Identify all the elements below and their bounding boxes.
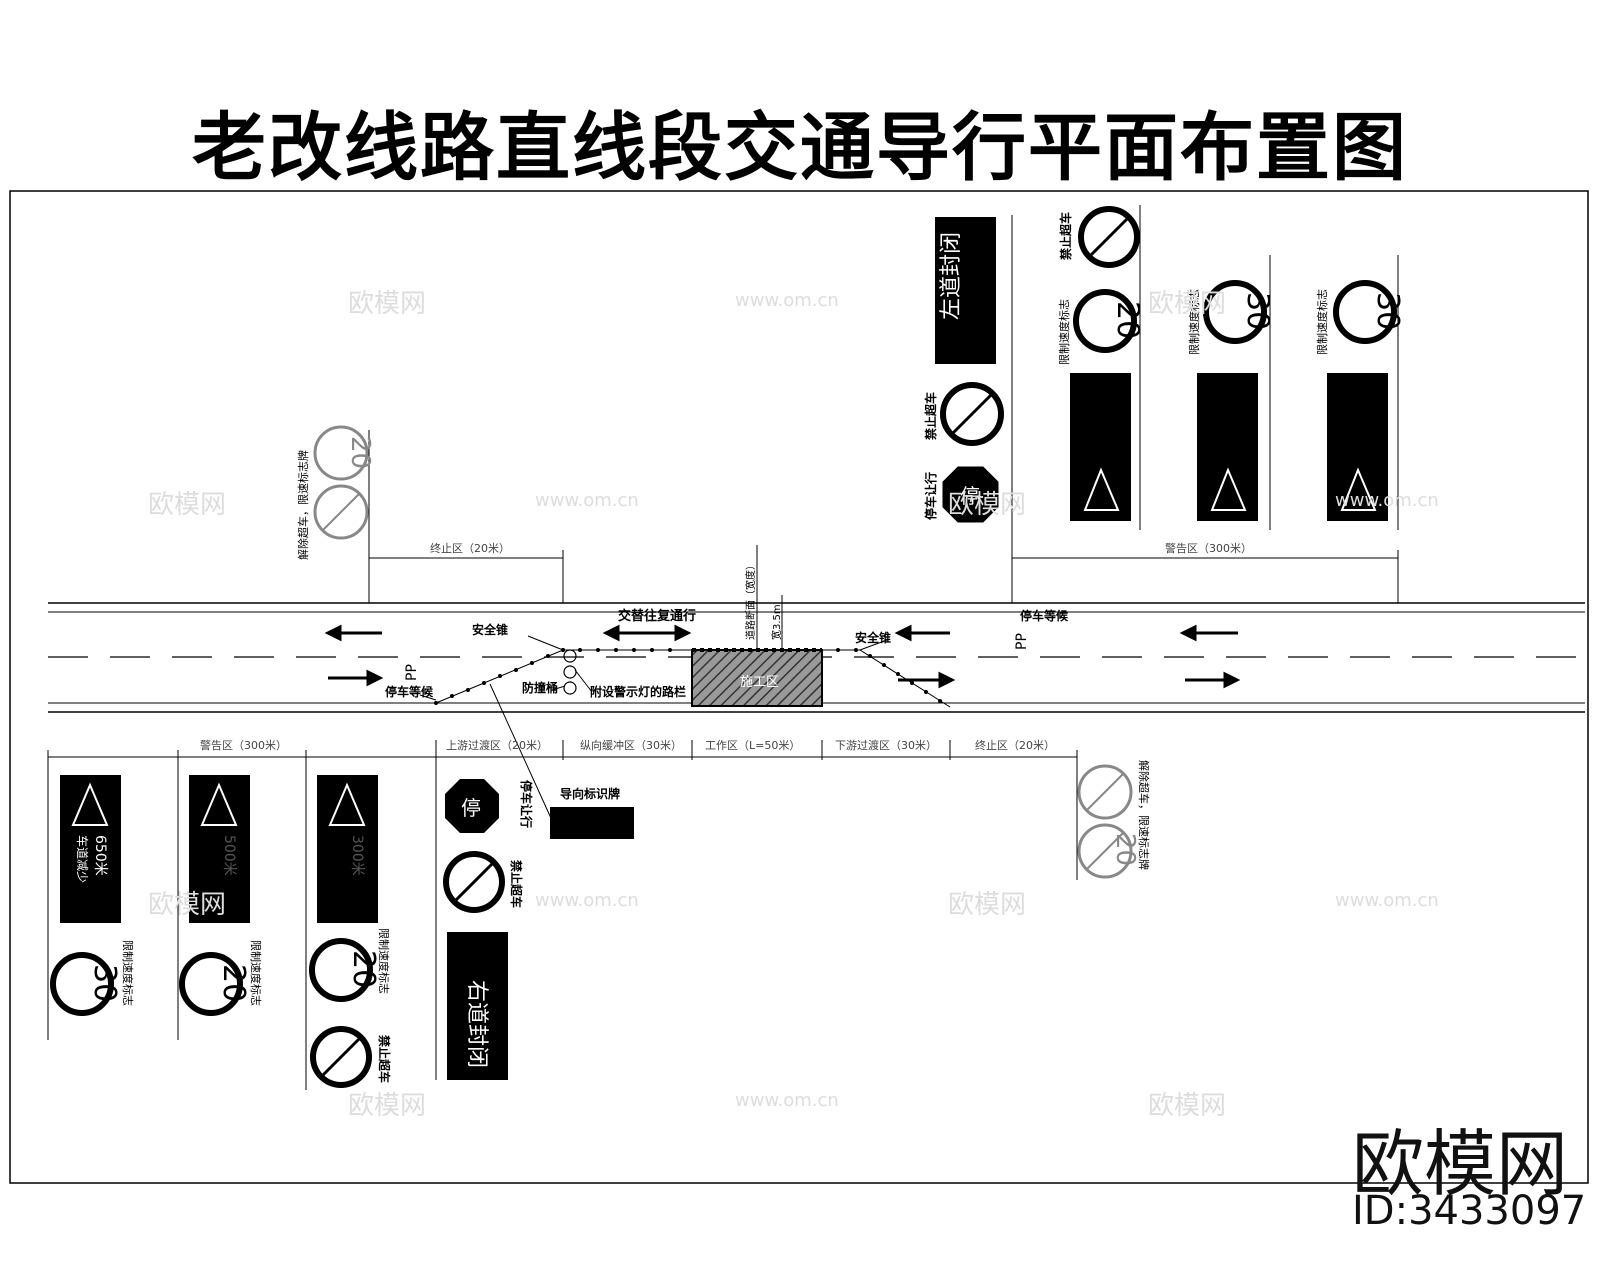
zone-downstream-transition: 下游过渡区（30米） <box>835 738 937 752</box>
top-zone-dimension <box>368 205 1399 603</box>
right-lane-closed-panel <box>447 932 508 1080</box>
guide-sign-panel <box>550 807 634 839</box>
speed-20-bottom-lift: 20 <box>1110 833 1140 866</box>
speed-20-bottom1: 20 <box>216 964 251 1002</box>
speed-20-top: 20 <box>1110 301 1145 339</box>
speed-30-bottom: 30 <box>87 964 122 1002</box>
watermark-url: www.om.cn <box>535 890 639 911</box>
work-zone <box>691 649 823 707</box>
watermark-url: www.om.cn <box>1335 490 1439 511</box>
no-overtaking-sign-bottom <box>310 851 505 1088</box>
brand-logo: 欧模网 <box>1352 1122 1569 1206</box>
label-pp-left: PP <box>404 664 420 681</box>
label-safety-cone-right: 安全锥 <box>855 630 891 645</box>
watermark-brand: 欧模网 <box>948 490 1027 520</box>
lift-restriction-signs-top <box>313 425 369 540</box>
speed-20-top-lift: 20 <box>345 436 375 469</box>
page-title: 老改线路直线段交通导行平面布置图 <box>192 105 1408 191</box>
label-alternate-traffic: 交替往复通行 <box>618 608 696 624</box>
watermark-url: www.om.cn <box>735 290 839 311</box>
label-stop-wait-right: 停车等候 <box>1020 608 1069 623</box>
lift-restriction-label-bottom: 解除超车，限速标志牌 <box>1137 760 1151 870</box>
speed-label-top1: 限制速度标志 <box>1057 299 1071 365</box>
speed-30-top1: 30 <box>1240 292 1275 330</box>
leader-lines <box>419 635 888 839</box>
zone-termination-bottom: 终止区（20米） <box>975 738 1055 752</box>
stop-yield-label-bottom: 停车让行 <box>519 780 534 828</box>
left-closed-text: 左道封闭 <box>939 232 964 320</box>
speed-30-top2: 30 <box>1370 292 1405 330</box>
right-closed-text: 右道封闭 <box>464 980 489 1068</box>
cone-dots-upstream <box>434 648 672 705</box>
no-overtaking-label-top1: 禁止超车 <box>923 392 938 440</box>
no-overtaking-label-bottom1: 禁止超车 <box>509 860 524 908</box>
speed-limit-signs-bottom <box>50 938 373 1016</box>
speed-label-top2: 限制速度标志 <box>1187 289 1201 355</box>
watermark-url: www.om.cn <box>1335 890 1439 911</box>
zone-warning-top: 警告区（300米） <box>1165 541 1252 555</box>
label-work-area: 施工区 <box>740 675 779 690</box>
zone-warning-bottom: 警告区（300米） <box>200 738 287 752</box>
speed-limit-signs-top <box>1073 280 1397 353</box>
warning-panels-top <box>1070 373 1388 521</box>
label-cross-section: 道路断面（宽度） <box>744 560 757 640</box>
watermark-brand: 欧模网 <box>1148 1091 1227 1121</box>
watermark-url: www.om.cn <box>735 1090 839 1111</box>
model-id: ID:3433097 <box>1352 1188 1587 1234</box>
bottom-zone-dimension <box>47 740 1078 1090</box>
label-width: 宽3.5m <box>770 604 783 640</box>
lift-restriction-label-top: 解除超车，限速标志牌 <box>296 450 310 560</box>
zone-termination-top: 终止区（20米） <box>430 541 510 555</box>
watermark-brand: 欧模网 <box>148 890 227 920</box>
label-bumper-barrel: 防撞桶 <box>522 680 558 695</box>
stop-yield-label-top: 停车让行 <box>923 472 938 520</box>
no-overtaking-label-bottom2: 禁止超车 <box>377 1035 392 1083</box>
speed-label-top3: 限制速度标志 <box>1315 289 1329 355</box>
left-lane-closed-panel <box>935 217 996 364</box>
zone-upstream-transition: 上游过渡区（20米） <box>446 738 548 752</box>
warning-panels-bottom <box>60 775 378 923</box>
dist-650: 650米 <box>92 835 108 876</box>
drawing-frame <box>9 190 1589 1184</box>
no-overtaking-sign-top <box>940 206 1140 446</box>
label-stop-wait-left: 停车等候 <box>385 684 434 699</box>
watermark-brand: 欧模网 <box>348 1091 427 1121</box>
zone-longitudinal-buffer: 纵向缓冲区（30米） <box>580 738 682 752</box>
speed-20-bottom2: 20 <box>346 950 381 988</box>
stop-sign-bottom <box>445 779 499 833</box>
guide-sign-label: 导向标识牌 <box>560 786 620 801</box>
watermark-url: www.om.cn <box>535 490 639 511</box>
watermark-brand: 欧模网 <box>948 890 1027 920</box>
speed-label-bottom2: 限制速度标志 <box>249 940 263 1006</box>
watermark-brand: 欧模网 <box>148 490 227 520</box>
label-safety-cone-left: 安全锥 <box>472 622 508 637</box>
no-overtaking-label-top2: 禁止超车 <box>1058 212 1073 260</box>
watermark-brand: 欧模网 <box>1148 289 1227 319</box>
dist-300: 300米 <box>349 835 365 876</box>
speed-label-bottom1: 限制速度标志 <box>121 940 135 1006</box>
zone-work: 工作区（L=50米） <box>705 739 800 752</box>
cone-dots-downstream <box>836 648 942 703</box>
speed-label-bottom3: 限制速度标志 <box>377 928 391 994</box>
lane-reduce-text: 车道减少 <box>75 835 90 883</box>
lift-restriction-signs-bottom <box>1077 764 1133 879</box>
watermark-brand: 欧模网 <box>348 289 427 319</box>
traffic-arrows <box>324 624 1241 689</box>
stop-sign-top <box>942 466 999 523</box>
stop-sign-top-text: 停 <box>960 484 980 508</box>
stop-sign-bottom-text: 停 <box>461 796 481 820</box>
dist-500: 500米 <box>221 835 237 876</box>
label-pp-right: PP <box>1014 633 1030 650</box>
label-barrier: 附设警示灯的路栏 <box>590 684 686 699</box>
